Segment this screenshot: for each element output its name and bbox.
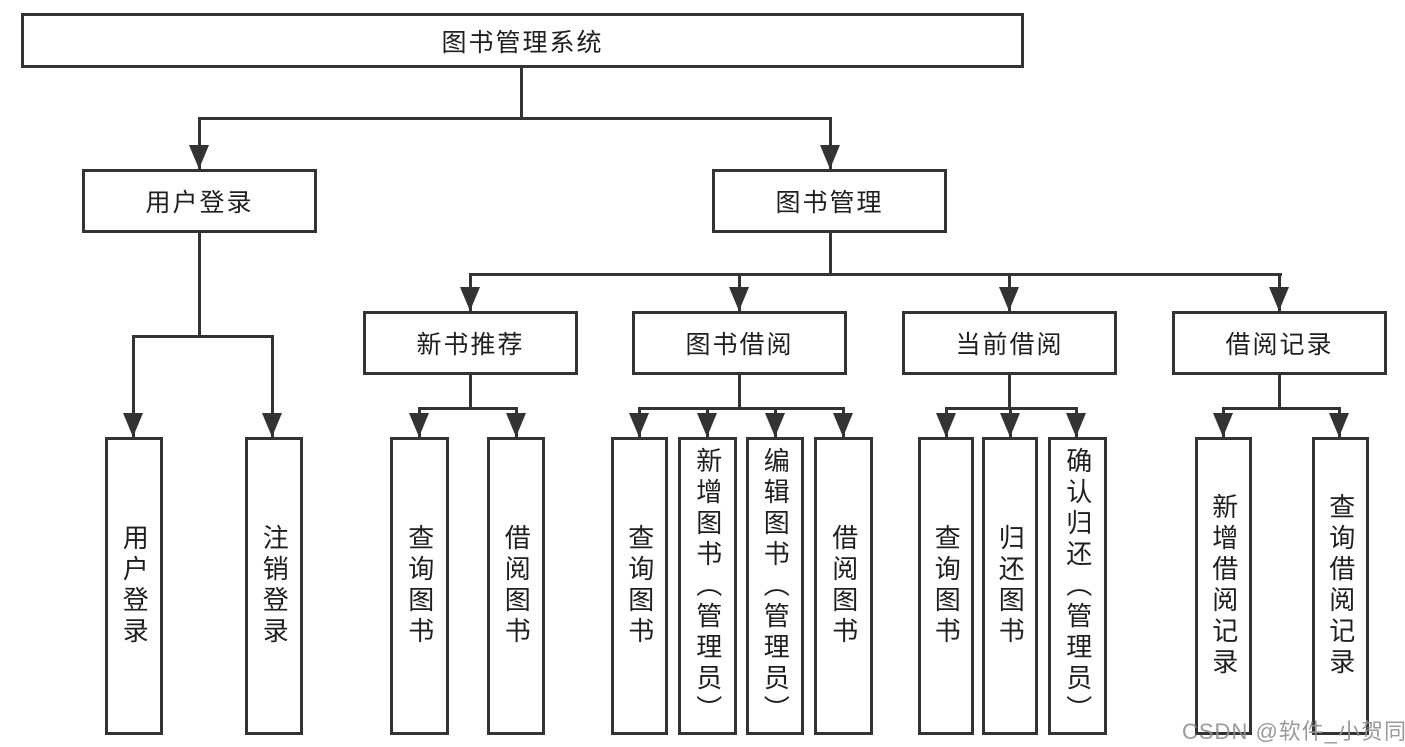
leaf-add-book-admin: 新增图书（管理员）: [678, 437, 737, 735]
leaf-label: 新增借阅记录: [1208, 493, 1239, 679]
leaf-label: 确认归还（管理员）: [1062, 446, 1093, 726]
arrowhead-down: [1066, 413, 1086, 437]
node-label: 图书管理: [775, 189, 884, 217]
arrowhead-down: [697, 413, 717, 437]
leaf-label: 新增图书（管理员）: [692, 446, 723, 726]
leaf-label: 查询图书: [624, 524, 655, 648]
leaf-label: 借阅图书: [501, 524, 532, 648]
node-label: 用户登录: [145, 189, 254, 217]
node-label: 当前借阅: [955, 331, 1064, 359]
connector-line: [198, 233, 201, 338]
connector-line: [418, 407, 518, 410]
arrowhead-down: [409, 413, 429, 437]
leaf-query-books-recommend: 查询图书: [390, 437, 449, 735]
leaf-label: 查询图书: [404, 524, 435, 648]
arrowhead-down: [765, 413, 785, 437]
leaf-label: 查询借阅记录: [1325, 493, 1356, 679]
leaf-borrow-books-borrowing: 借阅图书: [814, 437, 873, 735]
node-book-management: 图书管理: [712, 169, 947, 233]
leaf-logout: 注销登录: [245, 437, 303, 735]
node-label: 新书推荐: [416, 331, 525, 359]
node-new-book-recommend: 新书推荐: [363, 311, 578, 375]
leaf-edit-book-admin: 编辑图书（管理员）: [746, 437, 804, 735]
arrowhead-down: [729, 287, 749, 311]
leaf-borrow-books-recommend: 借阅图书: [487, 437, 545, 735]
leaf-label: 归还图书: [995, 524, 1026, 648]
arrowhead-down: [629, 413, 649, 437]
connector-line: [198, 117, 201, 169]
leaf-confirm-return-admin: 确认归还（管理员）: [1048, 437, 1107, 735]
leaf-label: 查询图书: [931, 524, 962, 648]
connector-line: [829, 117, 832, 169]
leaf-label: 注销登录: [259, 524, 290, 648]
arrowhead-down: [262, 413, 282, 437]
leaf-label: 编辑图书（管理员）: [760, 446, 791, 726]
leaf-return-book: 归还图书: [982, 437, 1038, 735]
arrowhead-down: [1269, 287, 1289, 311]
connector-line: [1222, 407, 1341, 410]
leaf-label: 借阅图书: [828, 524, 859, 648]
leaf-query-borrow-record: 查询借阅记录: [1312, 437, 1369, 735]
connector-line: [829, 233, 832, 276]
leaf-user-login: 用户登录: [105, 437, 163, 735]
node-user-login: 用户登录: [82, 169, 317, 233]
leaf-label: 用户登录: [119, 524, 150, 648]
node-borrow-records: 借阅记录: [1172, 311, 1387, 375]
arrowhead-down: [1213, 413, 1233, 437]
connector-line: [638, 407, 845, 410]
leaf-add-borrow-record: 新增借阅记录: [1195, 437, 1252, 735]
connector-line: [469, 273, 1282, 276]
node-book-borrowing: 图书借阅: [632, 311, 847, 375]
connector-line: [520, 68, 523, 119]
csdn-watermark: CSDN @软件_小贺同学: [1182, 719, 1405, 744]
node-label: 图书借阅: [685, 331, 794, 359]
node-label: 借阅记录: [1225, 331, 1334, 359]
arrowhead-down: [460, 287, 480, 311]
arrowhead-down: [189, 145, 209, 169]
arrowhead-down: [506, 413, 526, 437]
arrowhead-down: [936, 413, 956, 437]
arrowhead-down: [123, 413, 143, 437]
connector-line: [738, 375, 741, 410]
arrowhead-down: [1329, 413, 1349, 437]
connector-line: [271, 335, 274, 437]
arrowhead-down: [820, 145, 840, 169]
node-root-library-system: 图书管理系统: [21, 13, 1024, 68]
connector-line: [198, 117, 832, 120]
connector-line: [1008, 375, 1011, 410]
connector-line: [469, 375, 472, 410]
arrowhead-down: [833, 413, 853, 437]
leaf-query-books-current: 查询图书: [918, 437, 974, 735]
connector-line: [1278, 375, 1281, 410]
arrowhead-down: [999, 287, 1019, 311]
leaf-query-books-borrowing: 查询图书: [611, 437, 668, 735]
arrowhead-down: [1000, 413, 1020, 437]
node-label: 图书管理系统: [441, 28, 604, 57]
connector-line: [132, 335, 135, 437]
node-current-borrowing: 当前借阅: [902, 311, 1117, 375]
connector-line: [132, 335, 274, 338]
